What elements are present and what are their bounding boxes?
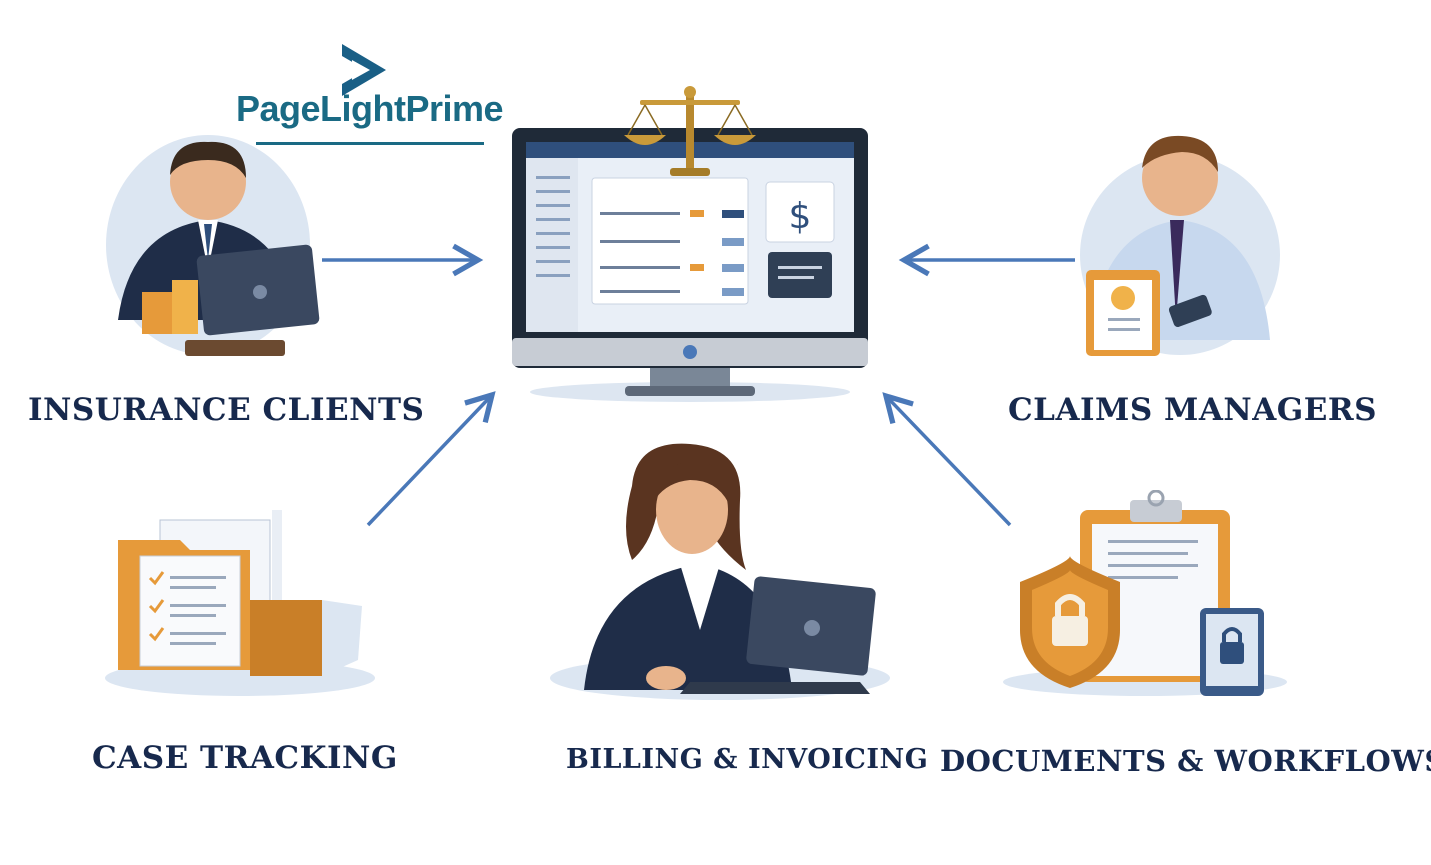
scales-of-justice-icon bbox=[624, 86, 756, 176]
label-insurance-clients: INSURANCE CLIENTS bbox=[28, 392, 425, 428]
logo-underline bbox=[256, 142, 484, 145]
arrow-case-to-system bbox=[366, 391, 496, 527]
label-billing-invoicing: BILLING & INVOICING bbox=[566, 744, 929, 775]
arrow-docs-to-system bbox=[882, 392, 1012, 527]
label-documents-workflows: DOCUMENTS & WORKFLOWS bbox=[940, 744, 1431, 778]
label-claims-managers: CLAIMS MANAGERS bbox=[1008, 392, 1378, 428]
dollar-icon: $ bbox=[789, 196, 812, 237]
logo-chevron-icon bbox=[342, 44, 386, 96]
label-case-tracking: CASE TRACKING bbox=[92, 740, 398, 776]
logo-text: PageLightPrime bbox=[236, 88, 504, 129]
